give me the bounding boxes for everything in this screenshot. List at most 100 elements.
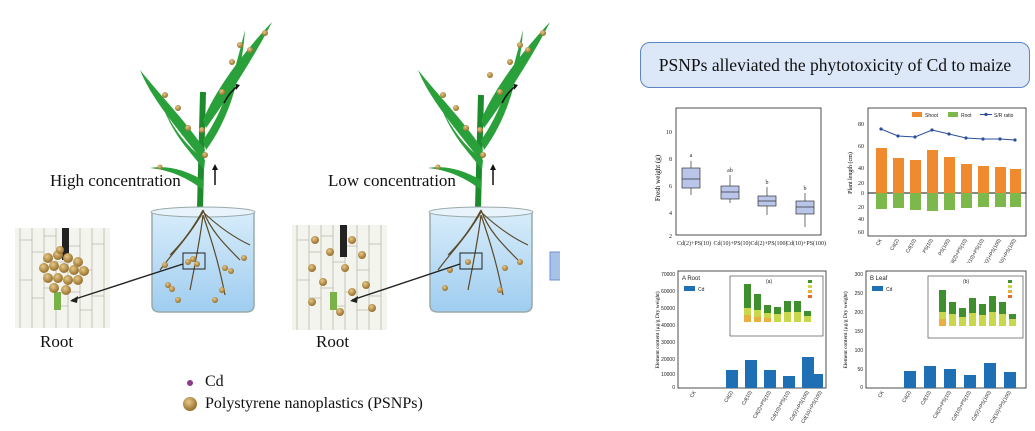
- y-tick: 20: [858, 205, 864, 211]
- y-tick: 20: [858, 181, 864, 187]
- y-tick: 40: [858, 166, 864, 172]
- inset-label: (b): [963, 279, 969, 285]
- x-tick: CK: [689, 389, 698, 399]
- y-tick: 8: [669, 157, 672, 163]
- x-tick: Cd(2)+PS(10): [752, 390, 773, 420]
- y-axis-label: Fresh weight (g): [654, 154, 662, 201]
- x-tick: Cd(10)+PS(10): [713, 240, 750, 247]
- beaker-low: [428, 206, 534, 313]
- y-tick: 4: [669, 211, 672, 217]
- x-tick: Cd(10)+PS(10): [770, 390, 792, 423]
- y-axis-label: Element content (μg/g Dry weight): [842, 291, 849, 368]
- x-tick: Cd(2)+PS(10): [932, 390, 953, 420]
- legend-label: Cd: [886, 287, 893, 293]
- y-tick: 6: [669, 184, 672, 190]
- legend-label: Shoot: [925, 113, 939, 119]
- y-tick: 60: [858, 144, 864, 150]
- y-tick: 10000: [661, 372, 675, 378]
- beaker-high: [150, 206, 256, 313]
- y-tick: 50000: [661, 306, 675, 312]
- cd-bar: [802, 357, 814, 388]
- cd-bar: [726, 370, 738, 388]
- cd-bar: [745, 360, 757, 388]
- x-tick: Cd(10): [920, 390, 933, 407]
- conclusion-title: PSNPs alleviated the phytotoxicity of Cd…: [640, 42, 1030, 88]
- x-tick: PS(100): [937, 238, 952, 257]
- inset-chart: (b): [927, 275, 1024, 339]
- low-concentration-label: Low concentration: [328, 171, 456, 190]
- x-tick: Cd(2)+PS(100): [750, 240, 787, 247]
- x-tick: CK: [875, 237, 884, 247]
- x-tick: Cd(2)+PS(100): [971, 390, 993, 423]
- y-tick: 2: [669, 234, 672, 240]
- root-bar: [1010, 193, 1021, 207]
- psnp-bead-icon: [183, 397, 197, 411]
- shoot-bar: [961, 164, 972, 193]
- y-tick: 150: [855, 329, 864, 335]
- y-tick: 20000: [661, 357, 675, 363]
- cd-bar: [904, 371, 916, 388]
- root-label: Root: [40, 332, 74, 351]
- sig-letter: a: [690, 153, 693, 159]
- high-concentration-label: High concentration: [50, 171, 181, 190]
- y-tick: 60000: [661, 289, 675, 295]
- panel-label: B Leaf: [870, 276, 888, 282]
- x-tick: Cd(10): [741, 390, 754, 407]
- root-bar: [944, 193, 955, 210]
- y-tick: 80: [858, 122, 864, 128]
- x-tick: Cd(10)+PS(100): [989, 390, 1013, 425]
- cd-bar: [984, 363, 996, 388]
- box-2: [720, 185, 740, 200]
- leaf-element-chart: Element content (μg/g Dry weight) B Leaf…: [842, 270, 1027, 425]
- y-tick: 50: [857, 367, 863, 373]
- cd-bar: [764, 370, 776, 388]
- root-bar: [910, 193, 921, 210]
- root-tissue-low: [292, 225, 461, 330]
- x-tick: Cd(2): [889, 238, 901, 252]
- cd-bar: [1004, 372, 1016, 388]
- y-tick: 30000: [661, 340, 675, 346]
- cd-bar: [964, 375, 976, 388]
- y-axis-label: Element content (μg/g Dry weight): [654, 291, 661, 368]
- legend: Shoot Root S/R ratio: [912, 112, 1014, 119]
- right-arrow-icon: [549, 251, 560, 281]
- x-tick: CK: [877, 389, 886, 399]
- cd-bar: [783, 376, 795, 388]
- cd-dot-icon: [187, 380, 193, 386]
- root-bar: [961, 193, 972, 208]
- sig-letter: b: [804, 186, 807, 192]
- cd-bar: [813, 374, 823, 388]
- legend-cd-label: Cd: [205, 373, 224, 390]
- root-label: Root: [316, 332, 350, 351]
- shoot-bar: [927, 150, 938, 193]
- shoot-bar: [910, 160, 921, 193]
- y-tick: 250: [855, 291, 864, 297]
- x-tick: Cd(10)+PS(10): [951, 390, 973, 423]
- panel-label: A Root: [682, 276, 700, 282]
- y-axis-label: Plant length (cm): [847, 152, 854, 194]
- y-tick: 60: [858, 230, 864, 236]
- maize-plant-high: [140, 22, 272, 209]
- fresh-weight-chart: Fresh weight (g) 10 8 6 4 2 a ab b b Cd(…: [654, 107, 826, 247]
- inset-chart: (a): [729, 275, 824, 337]
- y-ticks: 10 8 6 4 2: [666, 130, 672, 240]
- y-tick: 0: [672, 385, 675, 391]
- y-tick: 100: [855, 348, 864, 354]
- y-tick: 70000: [661, 272, 675, 278]
- shoot-bar: [893, 158, 904, 193]
- illustration: [15, 22, 560, 411]
- root-bar: [893, 193, 904, 208]
- y-tick: 200: [855, 310, 864, 316]
- root-tissue-high: [15, 228, 184, 328]
- x-tick: Cd(2): [901, 390, 913, 404]
- shoot-bar: [978, 166, 989, 193]
- root-bar: [995, 193, 1006, 207]
- sig-letter: ab: [727, 168, 733, 174]
- sig-letter: b: [766, 180, 769, 186]
- legend-psnp-label: Polystyrene nanoplastics (PSNPs): [205, 395, 423, 412]
- y-tick: 300: [855, 272, 864, 278]
- x-tick: Cd(2)+PS(10): [677, 240, 711, 247]
- cd-bar: [944, 369, 956, 388]
- legend-label: Cd: [698, 287, 705, 293]
- y-tick: 40000: [661, 323, 675, 329]
